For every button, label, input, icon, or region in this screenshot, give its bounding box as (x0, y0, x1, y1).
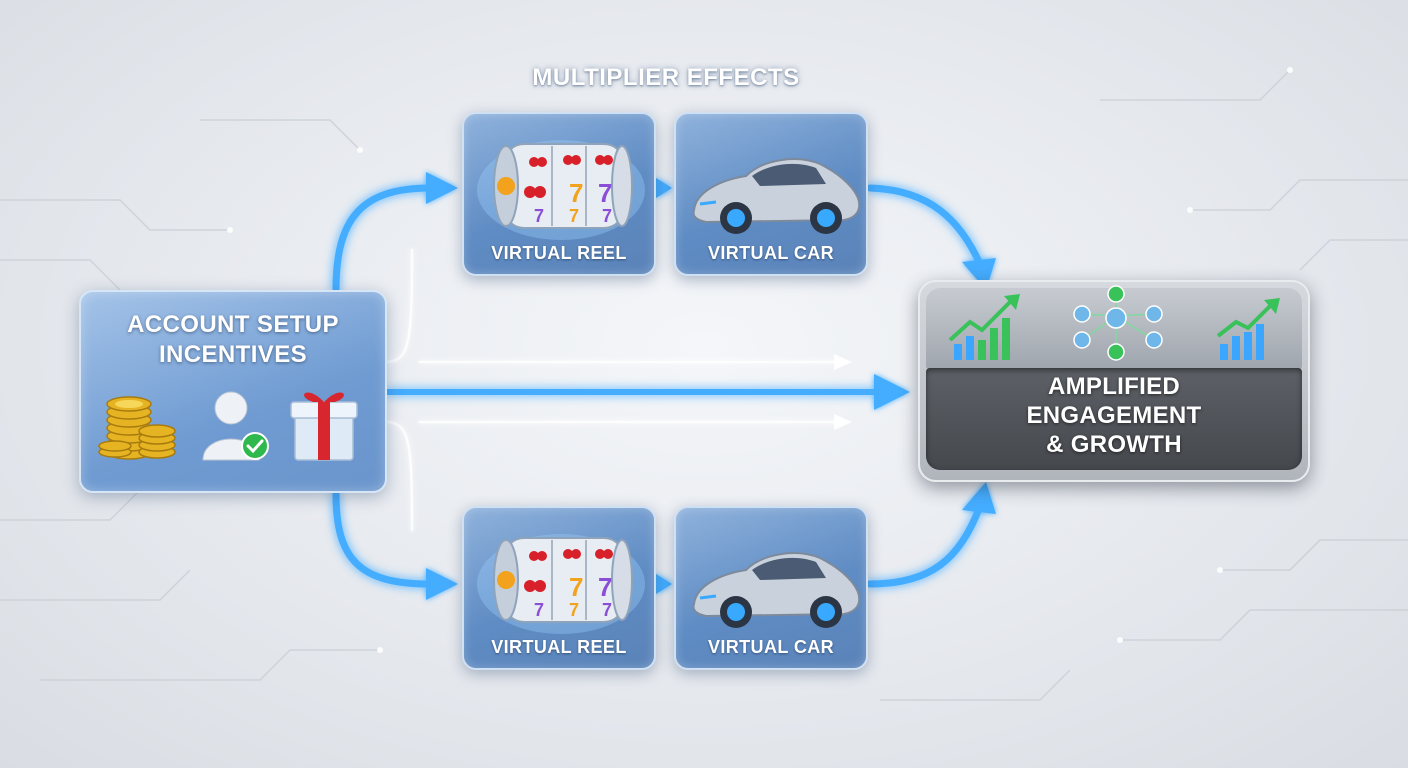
arrowhead-bottom-car (656, 574, 672, 594)
arrowhead-center-result (874, 374, 910, 410)
arrow-top-car-to-result (866, 184, 984, 268)
arrowhead-top-reel (426, 172, 458, 204)
sports-car-icon (692, 158, 861, 234)
arrowhead-bottom-reel (426, 568, 458, 600)
svg-text:7: 7 (534, 600, 544, 620)
slot-reel-icon: 7 7 7 7 7 (477, 140, 645, 240)
svg-text:7: 7 (534, 206, 544, 226)
thin-arrowheads (834, 354, 852, 430)
network-icon (1073, 285, 1163, 361)
account-setup-box: ACCOUNT SETUP INCENTIVES (79, 290, 387, 493)
svg-text:7: 7 (569, 206, 579, 226)
arrowhead-bottom-result (962, 482, 996, 514)
slot-reel-icon: 7 7 7 7 7 (477, 534, 645, 634)
result-title-line2: ENGAGEMENT (1026, 402, 1202, 429)
arrow-to-bottom-reel (332, 490, 434, 588)
arrow-to-top-reel (332, 184, 434, 294)
diagram-title: MULTIPLIER EFFECTS (532, 64, 800, 91)
result-box: AMPLIFIED ENGAGEMENT & GROWTH (918, 280, 1310, 482)
svg-text:7: 7 (569, 178, 583, 208)
gold-coins-icon (98, 396, 176, 460)
flow-arrows (332, 184, 984, 588)
circuit-lines (0, 69, 1408, 701)
result-title-line1: AMPLIFIED (1047, 373, 1181, 400)
result-body (926, 368, 1302, 470)
bottom-reel-label: VIRTUAL REEL (491, 637, 627, 657)
growth-chart-icon (948, 294, 1020, 360)
arrow-bottom-car-to-result (866, 502, 984, 588)
svg-text:7: 7 (602, 600, 612, 620)
result-title: AMPLIFIED ENGAGEMENT & GROWTH (920, 372, 1308, 459)
top-car-label: VIRTUAL CAR (707, 243, 835, 263)
result-title-line3: & GROWTH (1046, 431, 1182, 458)
account-title-line1: ACCOUNT SETUP (127, 311, 339, 338)
svg-text:7: 7 (569, 600, 579, 620)
svg-text:7: 7 (598, 572, 612, 602)
top-reel-label: VIRTUAL REEL (491, 243, 627, 263)
svg-text:7: 7 (569, 572, 583, 602)
verified-user-icon (202, 391, 269, 461)
svg-text:7: 7 (598, 178, 612, 208)
gift-box-icon (290, 392, 358, 461)
account-title-line2: INCENTIVES (158, 341, 308, 368)
svg-text:7: 7 (602, 206, 612, 226)
bottom-virtual-reel-card: 7 7 7 7 7 VIRTUAL REEL (462, 506, 656, 670)
bottom-car-label: VIRTUAL CAR (707, 637, 835, 657)
account-setup-title: ACCOUNT SETUP INCENTIVES (81, 310, 385, 370)
thin-flow-lines (386, 248, 842, 532)
top-virtual-reel-card: 7 7 7 7 7 VIRTUAL REEL (462, 112, 656, 276)
growth-chart-icon (1216, 298, 1280, 360)
arrowhead-top-car (656, 178, 672, 198)
bottom-virtual-car-card: VIRTUAL CAR (674, 506, 868, 670)
top-virtual-car-card: VIRTUAL CAR (674, 112, 868, 276)
sports-car-icon (692, 552, 861, 628)
